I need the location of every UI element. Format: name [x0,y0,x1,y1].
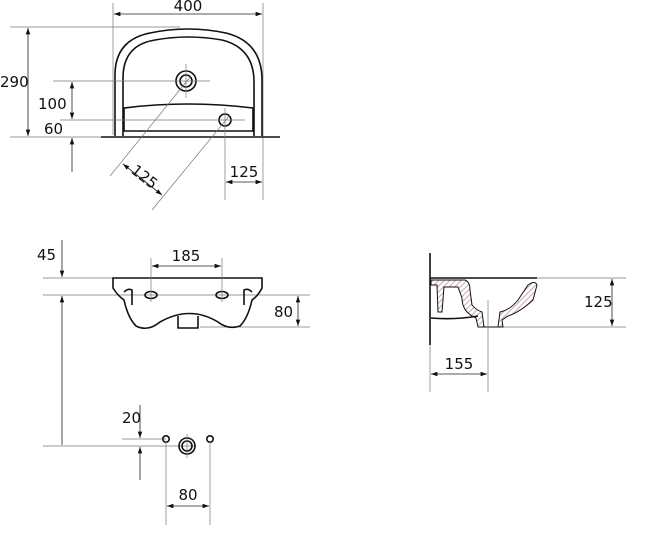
bottom-spacing-label: 80 [178,486,197,504]
top-view: 400 290 100 60 125 125 [0,0,280,211]
height-label: 290 [0,73,29,91]
hole-spacing-label: 185 [172,247,201,265]
depth-label: 80 [274,303,293,321]
drain-tap-distance-label: 100 [38,95,67,113]
width-label: 400 [174,0,203,15]
bottom-view: 20 80 [43,405,215,525]
tap-height-label: 60 [44,120,63,138]
front-view: 185 45 80 [37,240,310,445]
section-profile [430,279,538,328]
side-height-label: 125 [584,293,613,311]
basin-outer-outline [114,28,263,136]
basin-front-outline [112,277,263,330]
bottom-offset-label: 20 [122,409,141,427]
counter-shelf [123,103,254,132]
projection-label: 155 [445,355,474,373]
basin-inner-outline [122,36,255,136]
diagonal-label: 125 [128,161,162,193]
tap-offset-label: 125 [230,163,259,181]
top-offset-label: 45 [37,246,56,264]
side-view: 125 155 [429,253,626,392]
